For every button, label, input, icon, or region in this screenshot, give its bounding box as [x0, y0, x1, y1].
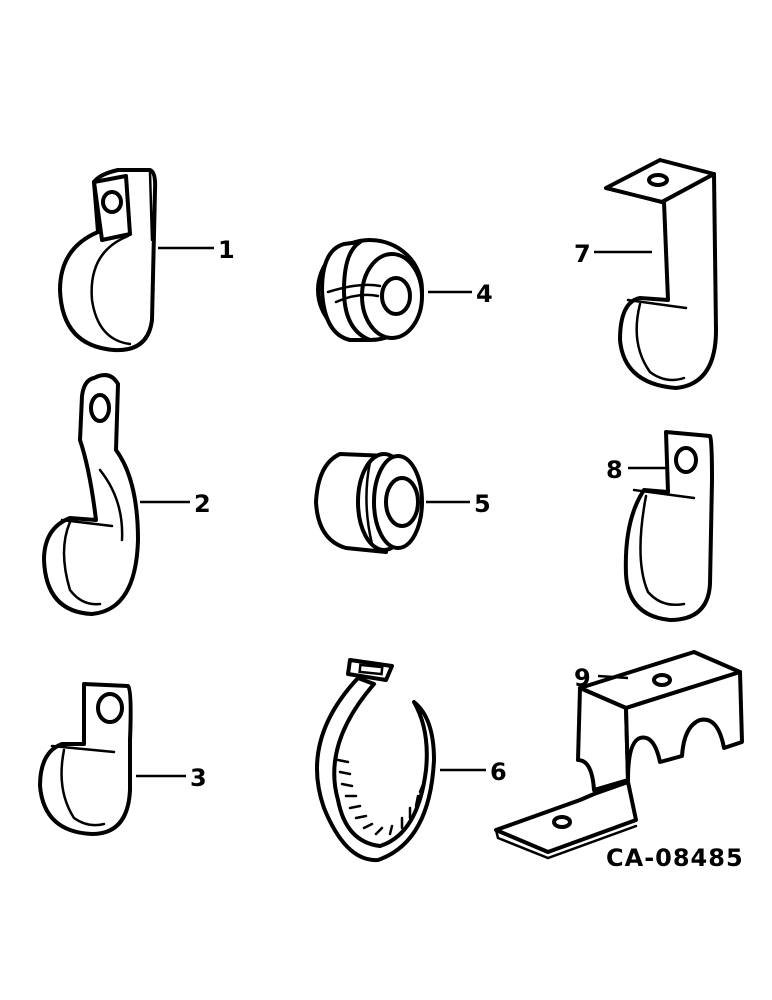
drawing-id: CA-08485 — [606, 844, 744, 872]
callout-5: 5 — [474, 490, 491, 518]
part-3-cushion-clamp — [38, 682, 133, 836]
callout-6: 6 — [490, 758, 507, 786]
callout-8: 8 — [606, 456, 623, 484]
part-6-strap-band — [314, 658, 436, 863]
part-4-grommet — [316, 238, 424, 342]
part-1-tab-clamp — [58, 168, 158, 353]
callout-1: 1 — [218, 236, 235, 264]
leader-9 — [597, 674, 629, 680]
callout-7: 7 — [574, 240, 591, 268]
part-9-saddle-bracket — [494, 650, 744, 860]
part-2-loop-clamp — [42, 373, 140, 616]
part-8-tab-clamp — [623, 430, 714, 622]
callout-3: 3 — [190, 764, 207, 792]
part-5-grommet — [314, 452, 424, 554]
callout-2: 2 — [194, 490, 211, 518]
callout-9: 9 — [574, 664, 591, 692]
part-7-hanger-clamp — [604, 158, 718, 390]
callout-4: 4 — [476, 280, 493, 308]
